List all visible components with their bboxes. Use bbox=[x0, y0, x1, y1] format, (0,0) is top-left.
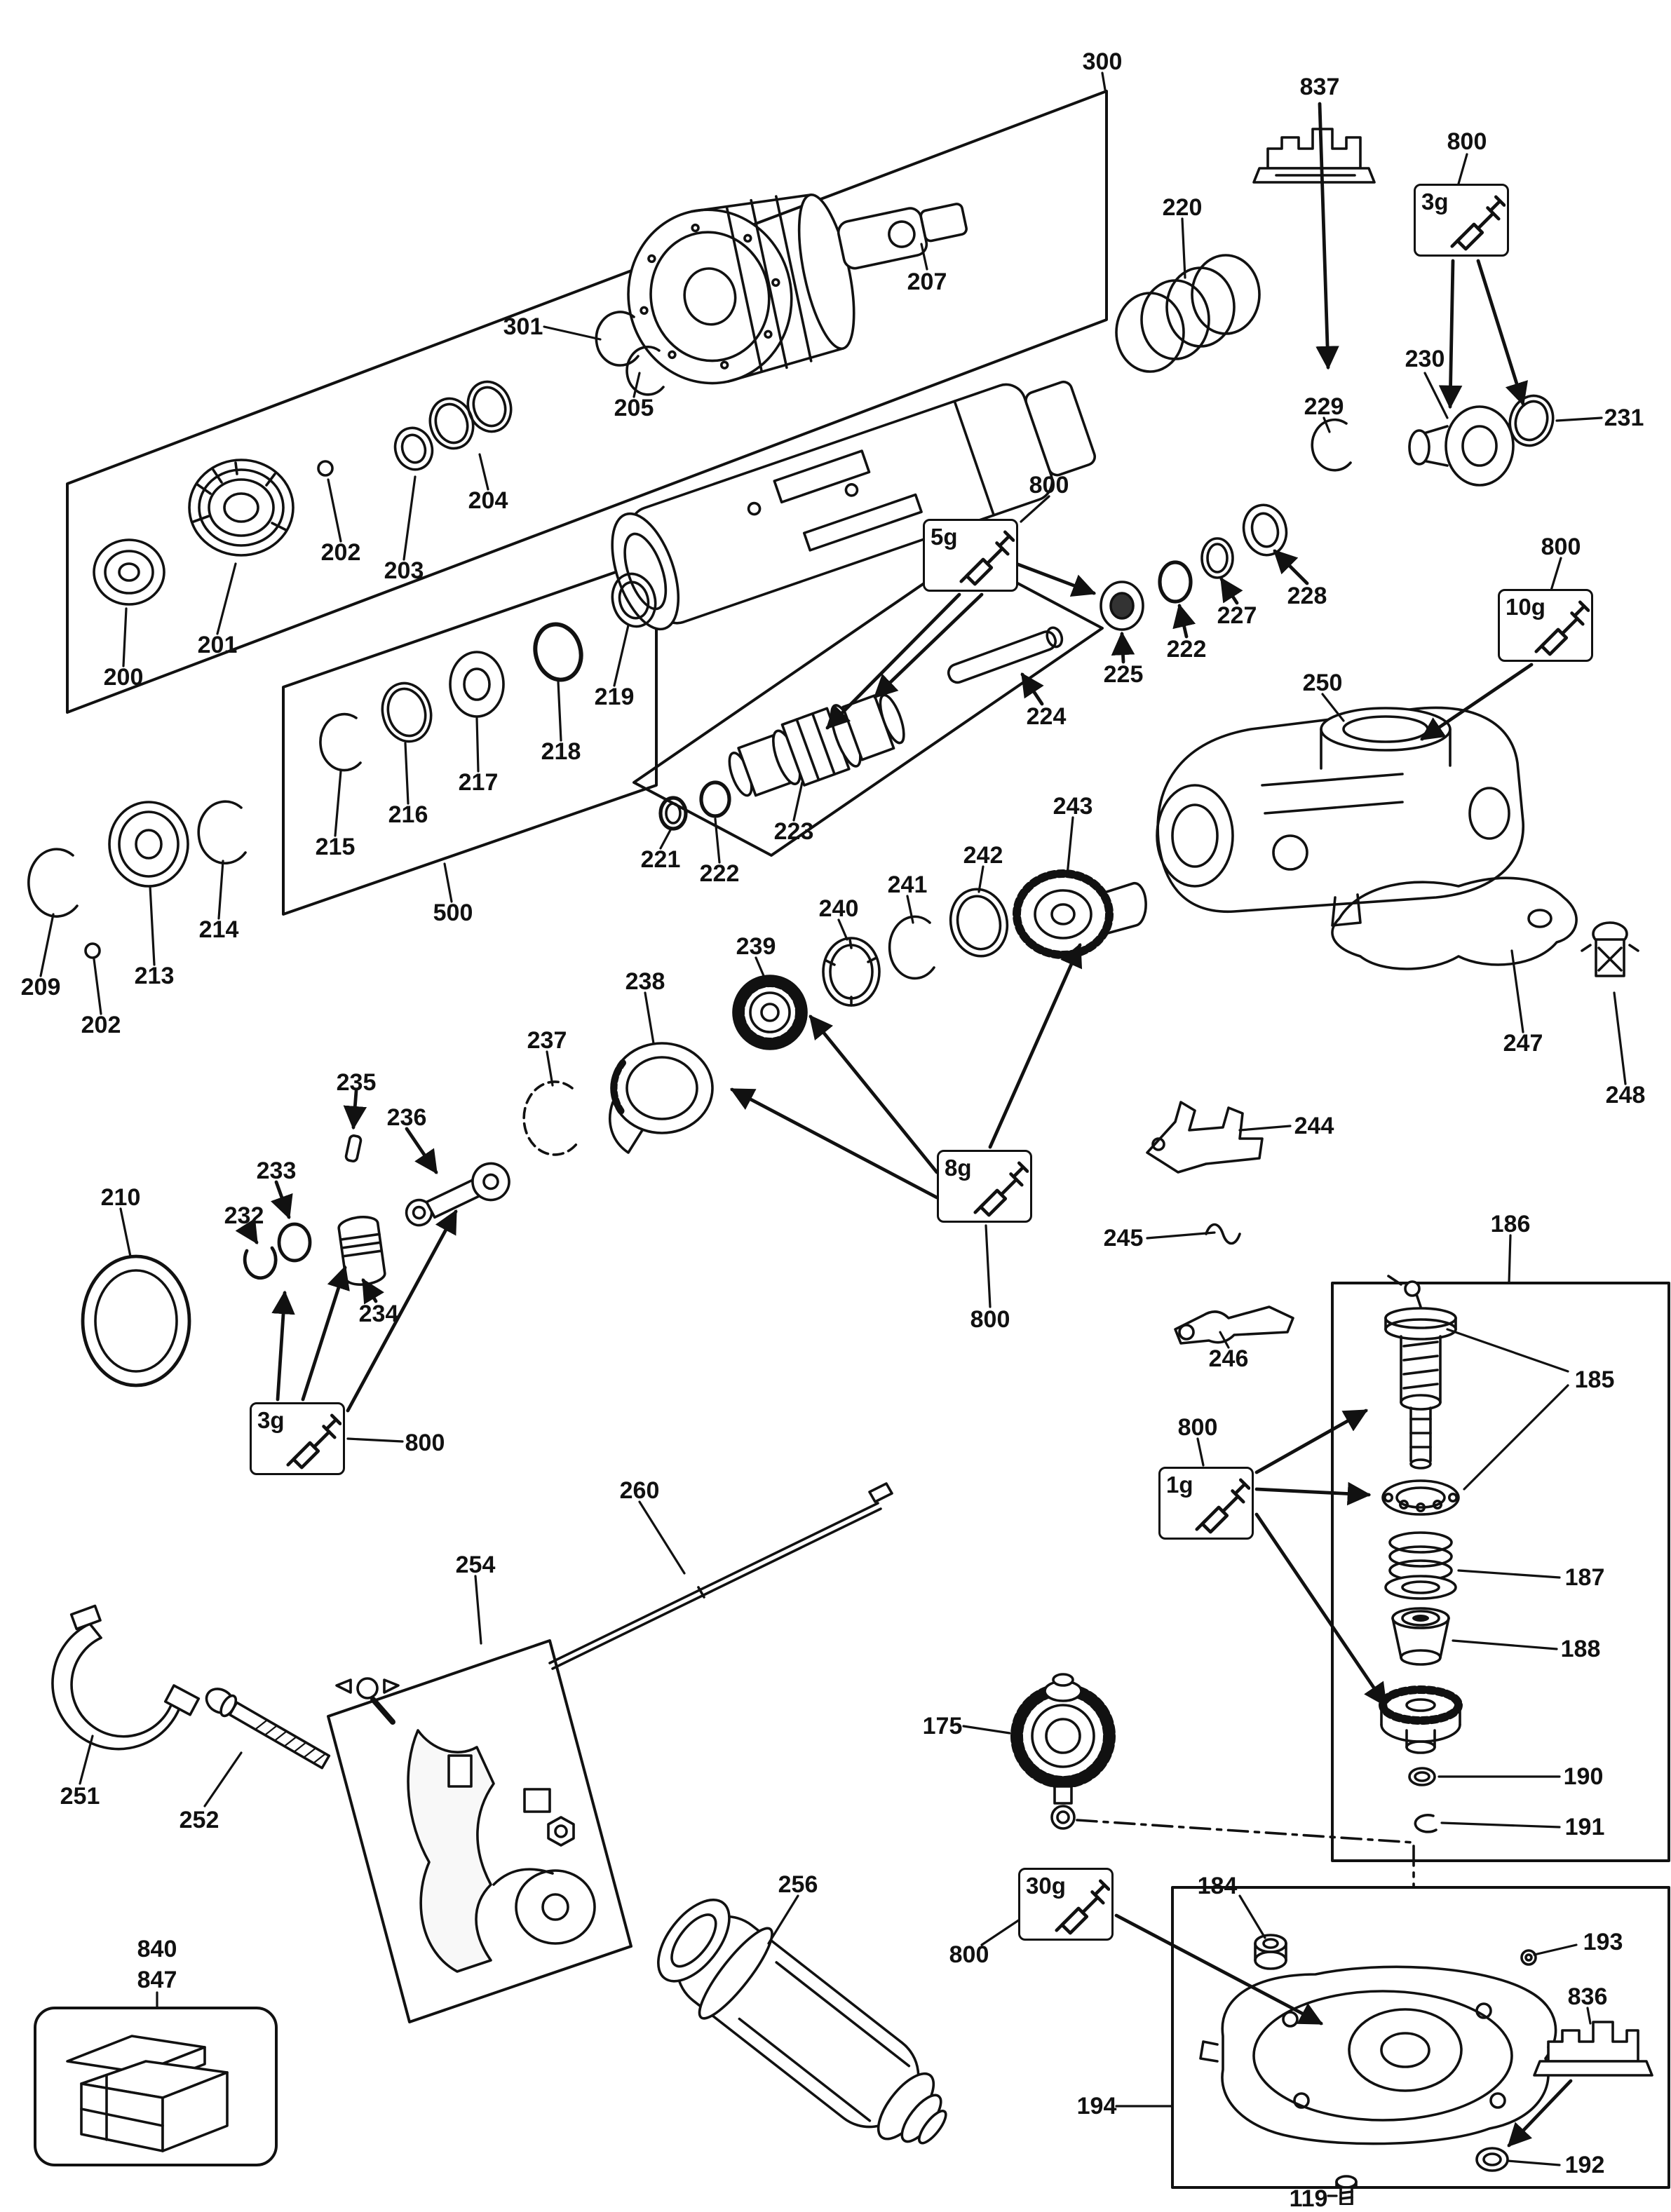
clamp-drawing bbox=[51, 1604, 201, 1751]
leader-lines bbox=[39, 72, 1627, 2197]
panel-500 bbox=[282, 557, 658, 916]
panel-toolbox bbox=[34, 2007, 278, 2166]
grease-tube-836-drawing bbox=[1533, 2021, 1653, 2077]
piston-conrod-drawing bbox=[243, 1134, 510, 1286]
panel-254 bbox=[327, 1639, 632, 2023]
striker-drawing bbox=[728, 693, 905, 797]
clutch-parts-drawing bbox=[522, 869, 1147, 1156]
grease-tube-837-drawing bbox=[1252, 128, 1376, 184]
depth-rod-drawing bbox=[548, 1482, 893, 1670]
gear-housing-drawing bbox=[1156, 706, 1524, 927]
toolbox-drawing bbox=[66, 2035, 229, 2152]
side-handle-drawing bbox=[657, 1899, 947, 2145]
chuck-drawing bbox=[627, 193, 968, 385]
spring-220-drawing bbox=[1115, 254, 1261, 373]
bearing-retainer-drawing bbox=[1100, 394, 1555, 631]
panel-300 bbox=[66, 90, 1108, 714]
ring-set-drawing bbox=[27, 572, 657, 1387]
piston-pin-drawing bbox=[947, 626, 1064, 684]
bolt-drawing bbox=[205, 1688, 331, 1770]
pivot-bracket-drawing bbox=[335, 1677, 596, 1973]
panel-piston bbox=[632, 554, 1104, 857]
assembly-panels bbox=[34, 90, 1670, 2189]
small-rings-drawing bbox=[658, 780, 731, 831]
bracket-parts-drawing bbox=[1146, 1101, 1294, 1345]
center-line bbox=[1076, 1819, 1415, 1889]
switch-part-drawing bbox=[1581, 921, 1639, 977]
gasket-drawing bbox=[1331, 876, 1578, 970]
panel-186 bbox=[1331, 1282, 1670, 1862]
bevel-gear-drawing bbox=[1010, 1673, 1116, 1830]
cylinder-barrel-drawing bbox=[611, 380, 1097, 631]
intermediate-shaft-drawing bbox=[1379, 1275, 1463, 1833]
screw-119-drawing bbox=[1335, 2175, 1358, 2205]
spindle-lock-parts-drawing bbox=[93, 311, 665, 606]
